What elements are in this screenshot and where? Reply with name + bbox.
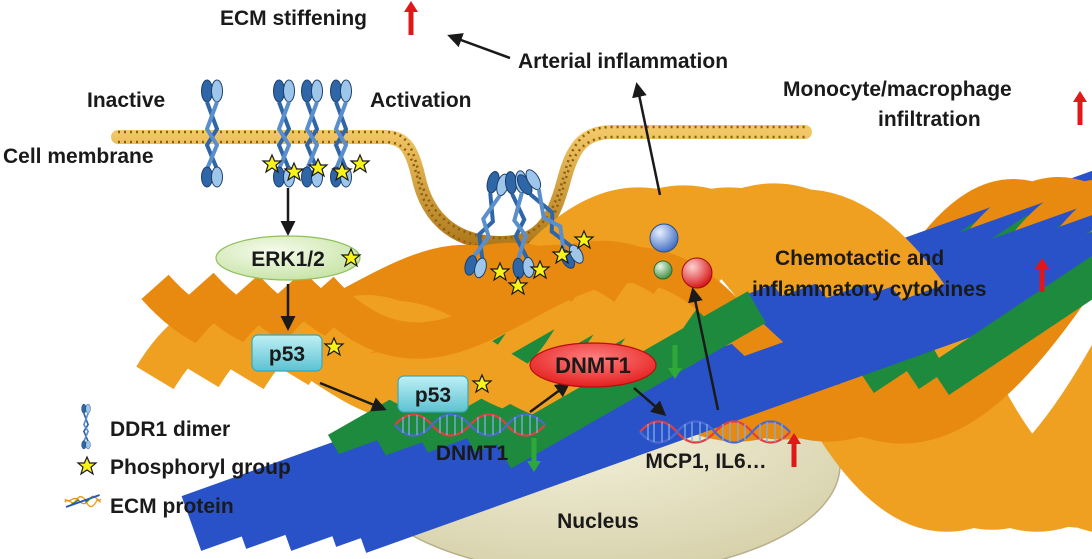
legend-phosphoryl-icon bbox=[77, 456, 97, 475]
legend-ecm: ECM protein bbox=[63, 494, 234, 518]
legend-phosphoryl: Phosphoryl group bbox=[77, 456, 291, 479]
chemotactic-label-line1: Chemotactic and bbox=[775, 247, 944, 270]
legend-ecm-label: ECM protein bbox=[110, 495, 234, 518]
dnmt1-gene-label: DNMT1 bbox=[436, 442, 509, 465]
legend-ddr1-label: DDR1 dimer bbox=[110, 418, 230, 441]
inactive-label: Inactive bbox=[87, 89, 165, 112]
activation-label: Activation bbox=[370, 89, 472, 112]
legend-ecm-icon bbox=[63, 494, 102, 508]
arrow-p53-to-dnmt1 bbox=[529, 382, 571, 414]
arrow-mcp1-to-cytokines bbox=[688, 287, 720, 411]
ecm-stiffening-label: ECM stiffening bbox=[220, 7, 367, 30]
mcp1-il6-label: MCP1, IL6… bbox=[645, 450, 766, 473]
legend-ddr1-icon bbox=[80, 403, 92, 450]
monocyte-label-line1: Monocyte/macrophage bbox=[783, 78, 1012, 101]
dnmt1-protein-node: DNMT1 bbox=[529, 342, 657, 388]
legend-ddr1: DDR1 dimer bbox=[80, 403, 230, 450]
cytokine-vesicles bbox=[649, 223, 713, 289]
chemotactic-label-line2: inflammatory cytokines bbox=[752, 278, 987, 301]
arrow-vesicle-to-inflammation bbox=[632, 82, 662, 196]
legend-phosphoryl-label: Phosphoryl group bbox=[110, 456, 291, 479]
arrow-p53-to-nucleus bbox=[319, 381, 387, 412]
nucleus-label: Nucleus bbox=[557, 510, 639, 533]
monocyte-label-line2: infiltration bbox=[878, 108, 981, 131]
p53-nucleus-label: p53 bbox=[415, 384, 451, 407]
dnmt1-protein-label: DNMT1 bbox=[555, 353, 631, 378]
erk-label: ERK1/2 bbox=[251, 248, 325, 271]
cell-membrane-label: Cell membrane bbox=[3, 145, 154, 168]
arrow-dnmt1-to-mcp1 bbox=[633, 387, 667, 416]
p53-nucleus-node: p53 bbox=[397, 374, 492, 413]
ecm-stiffening-up-arrow bbox=[404, 1, 418, 35]
monocyte-up-arrow bbox=[1073, 91, 1087, 125]
flow-arrows bbox=[280, 33, 720, 416]
arterial-inflammation-label: Arterial inflammation bbox=[518, 50, 728, 73]
p53-cytoplasm-label: p53 bbox=[269, 343, 305, 366]
p53-cytoplasm-node: p53 bbox=[251, 334, 344, 372]
erk-node: ERK1/2 bbox=[215, 235, 361, 281]
legend: DDR1 dimer Phosphoryl group ECM protein bbox=[63, 403, 291, 518]
arrow-inflammation-to-ecm bbox=[447, 33, 511, 60]
